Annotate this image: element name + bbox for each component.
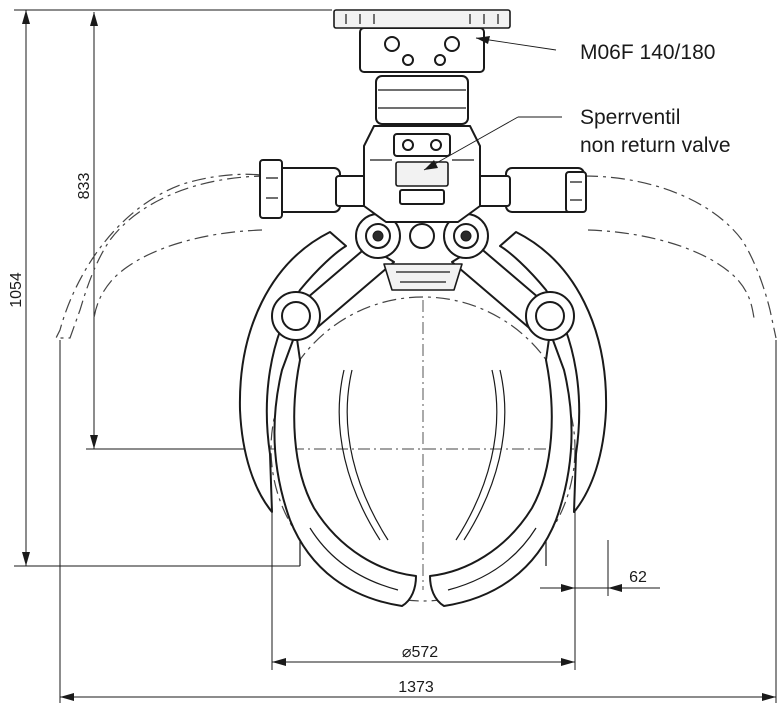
valve-label-english: non return valve: [580, 134, 731, 157]
pivot-bushings: [271, 213, 575, 341]
dimension-572-label: ⌀572: [402, 644, 438, 661]
jaw-left-closed: [238, 231, 417, 607]
hydraulic-cylinder-left: [259, 159, 375, 219]
dimension-833-label: 833: [76, 173, 93, 200]
rotator: [333, 9, 511, 125]
model-label: M06F 140/180: [580, 41, 715, 64]
jaw-open-position-right: [583, 175, 777, 339]
dimension-tine-offset: 62: [540, 540, 660, 596]
center-lines: [270, 300, 598, 590]
dimension-pivot-height: 833: [76, 12, 270, 450]
jaw-right-closed: [429, 231, 608, 607]
valve-label-german: Sperrventil: [580, 106, 680, 129]
valve-block: [363, 125, 481, 223]
dimension-diameter: ⌀572: [271, 508, 576, 670]
dimension-1054-label: 1054: [8, 272, 25, 308]
callout-valve: Sperrventil non return valve: [423, 106, 731, 171]
callout-model: M06F 140/180: [475, 36, 715, 64]
dimension-62-label: 62: [629, 569, 647, 586]
dimension-open-width: 1373: [59, 340, 777, 703]
dimension-total-height: 1054: [8, 9, 332, 567]
hydraulic-cylinder-right: [471, 167, 587, 213]
dimension-1373-label: 1373: [398, 679, 434, 696]
jaw-open-position-left: [55, 173, 269, 339]
log-outline: [270, 296, 576, 602]
